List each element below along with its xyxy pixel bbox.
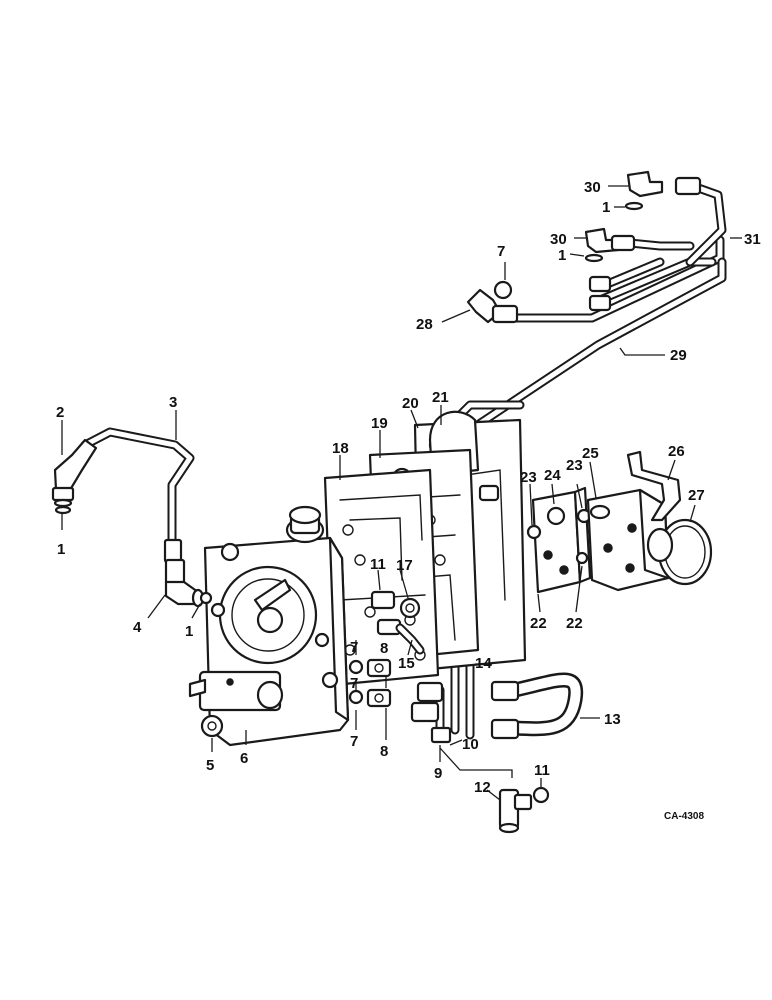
o-ring-1-top (54, 505, 72, 515)
o-ring-1-lower-right (584, 253, 604, 263)
valve-housing-6 (188, 505, 350, 747)
o-ring-1-left (199, 591, 213, 605)
fitting-14-a (416, 681, 444, 703)
callout-15: 15 (398, 655, 415, 672)
o-ring-7-a (348, 659, 364, 675)
tee-fitting-12 (498, 788, 533, 834)
callout-20: 20 (402, 395, 419, 412)
fitting-11 (370, 590, 396, 610)
callout-23-left: 23 (520, 469, 537, 486)
callout-2: 2 (56, 404, 64, 421)
o-ring-23-left (526, 524, 542, 540)
callout-5: 5 (206, 757, 214, 774)
callout-3: 3 (169, 394, 177, 411)
callout-7-b: 7 (350, 675, 358, 692)
callout-21: 21 (432, 389, 449, 406)
o-ring-7-b (348, 689, 364, 705)
o-ring-11-right (532, 786, 550, 804)
callout-1-top: 1 (57, 541, 65, 558)
callout-12: 12 (474, 779, 491, 796)
callout-26: 26 (668, 443, 685, 460)
callout-1-lower: 1 (558, 247, 566, 264)
callout-19: 19 (371, 415, 388, 432)
elbow-fitting-2 (51, 438, 98, 508)
callout-28: 28 (416, 316, 433, 333)
drawing-code: CA-4308 (664, 811, 704, 822)
callout-7-a: 7 (350, 639, 358, 656)
elbow-fitting-28 (466, 288, 519, 324)
fitting-8-b (366, 688, 392, 708)
tube-31 (615, 180, 727, 267)
callout-11-right: 11 (534, 762, 550, 779)
callout-24: 24 (544, 467, 561, 484)
callout-30-top: 30 (584, 179, 601, 196)
o-ring-22-right (575, 551, 589, 565)
fitting-30-lower (584, 227, 636, 254)
callout-17: 17 (396, 557, 413, 574)
fitting-8-a (366, 658, 392, 678)
callout-11-left: 11 (370, 556, 386, 573)
callout-14: 14 (475, 655, 492, 672)
o-ring-7-top (493, 280, 513, 300)
o-ring-1-top-right (624, 201, 644, 211)
callout-7-top: 7 (497, 243, 505, 260)
callout-9: 9 (434, 765, 442, 782)
callout-22-right: 22 (566, 615, 583, 632)
shift-lever-26 (626, 450, 682, 522)
callout-7-c: 7 (350, 733, 358, 750)
o-ring-17 (399, 597, 421, 619)
callout-27: 27 (688, 487, 705, 504)
callout-1-left: 1 (185, 623, 193, 640)
callout-8-a: 8 (380, 640, 388, 657)
callout-4: 4 (133, 619, 142, 636)
callout-1-upper: 1 (602, 199, 610, 216)
fitting-30-top (626, 170, 702, 198)
drive-gear-27 (646, 518, 713, 586)
pipe-3 (80, 427, 195, 570)
washer-5 (200, 714, 224, 738)
callout-8-b: 8 (380, 743, 388, 760)
fitting-14-b (410, 701, 440, 723)
elbow-fitting-4 (164, 558, 205, 608)
fitting-9 (430, 726, 452, 744)
callout-6: 6 (240, 750, 248, 767)
leader-lines (61, 185, 742, 801)
callout-18: 18 (332, 440, 349, 457)
callout-13: 13 (604, 711, 621, 728)
fitting-29-ends (478, 275, 612, 502)
callout-10: 10 (462, 736, 479, 753)
hose-13 (490, 672, 584, 740)
callout-labels: 2 3 1 4 1 5 6 7 7 7 8 8 9 10 11 11 12 13… (56, 179, 761, 822)
callout-25: 25 (582, 445, 599, 462)
callout-31: 31 (744, 231, 761, 248)
callout-23-right: 23 (566, 457, 583, 474)
callout-29: 29 (670, 347, 687, 364)
callout-22-left: 22 (530, 615, 547, 632)
callout-30-lower: 30 (550, 231, 567, 248)
